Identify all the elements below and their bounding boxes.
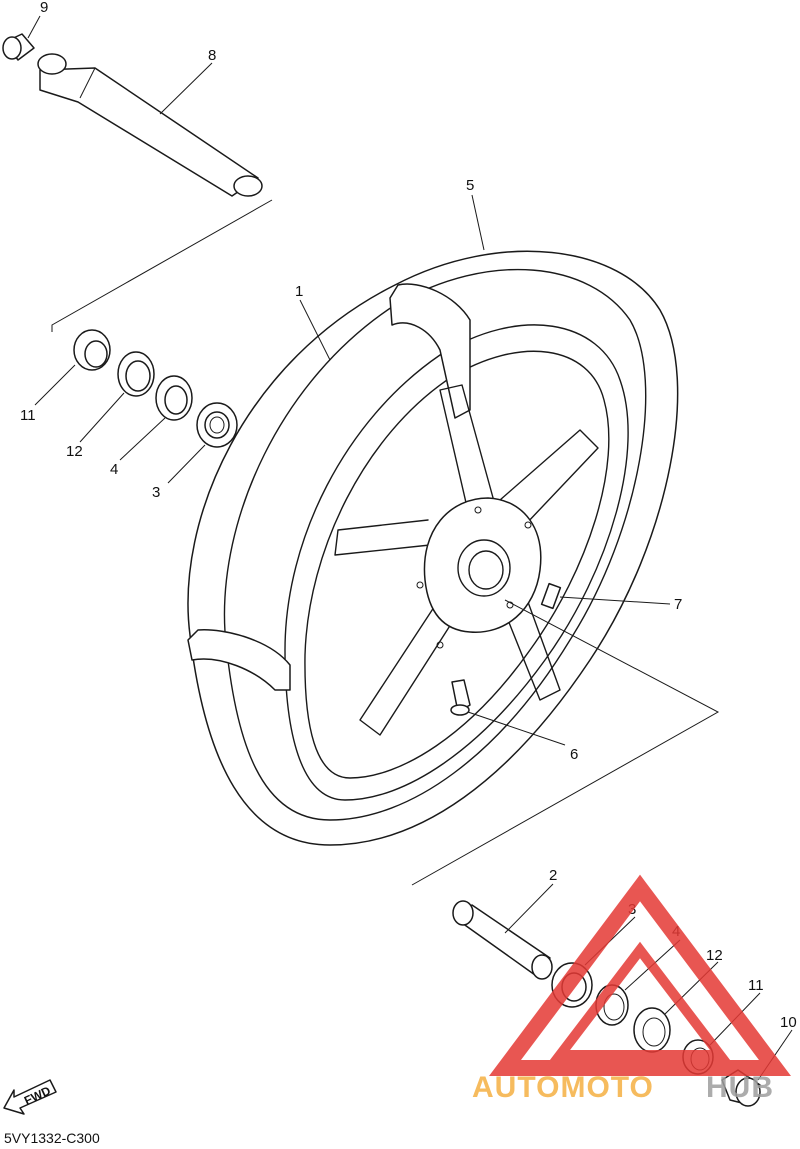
callout-9: 9 [40, 0, 48, 16]
callout-2: 2 [549, 867, 557, 884]
callout-1: 1 [295, 283, 303, 300]
part-collar-left [73, 329, 111, 371]
part-bearing-left [196, 402, 238, 448]
callout-10: 10 [780, 1014, 797, 1031]
watermark-triangle-inner [549, 941, 731, 1060]
callout-8: 8 [208, 47, 216, 64]
callout-12-left: 12 [66, 443, 83, 460]
part-axle [37, 53, 263, 197]
callout-12-right: 12 [706, 947, 723, 964]
axle-bracket-line [51, 199, 273, 332]
hub-bracket-line [411, 599, 720, 886]
callout-6: 6 [570, 746, 578, 763]
callout-11-left: 11 [20, 407, 36, 424]
callout-7: 7 [674, 596, 682, 613]
part-wheel-assembly [187, 250, 679, 846]
callout-4-left: 4 [110, 461, 118, 478]
diagram-code: 5VY1332-C300 [4, 1130, 100, 1146]
part-collar-right-tube [452, 900, 553, 980]
callout-11-right: 11 [748, 977, 764, 994]
part-axle-cap [2, 33, 35, 61]
callout-3-left: 3 [152, 484, 160, 501]
fwd-label: FWD [22, 1083, 53, 1107]
part-oil-seal-left [117, 351, 155, 397]
watermark-triangle [489, 874, 791, 1076]
watermark-logo: AUTOMOTO HUB [472, 874, 791, 1104]
part-oil-seal-right [633, 1007, 671, 1053]
callout-5: 5 [466, 177, 474, 194]
part-spacer-left [155, 375, 193, 421]
fwd-arrow-icon: FWD [3, 1079, 57, 1115]
watermark-text-orange: AUTOMOTO [472, 1071, 654, 1104]
watermark-text-grey: HUB [706, 1071, 774, 1104]
